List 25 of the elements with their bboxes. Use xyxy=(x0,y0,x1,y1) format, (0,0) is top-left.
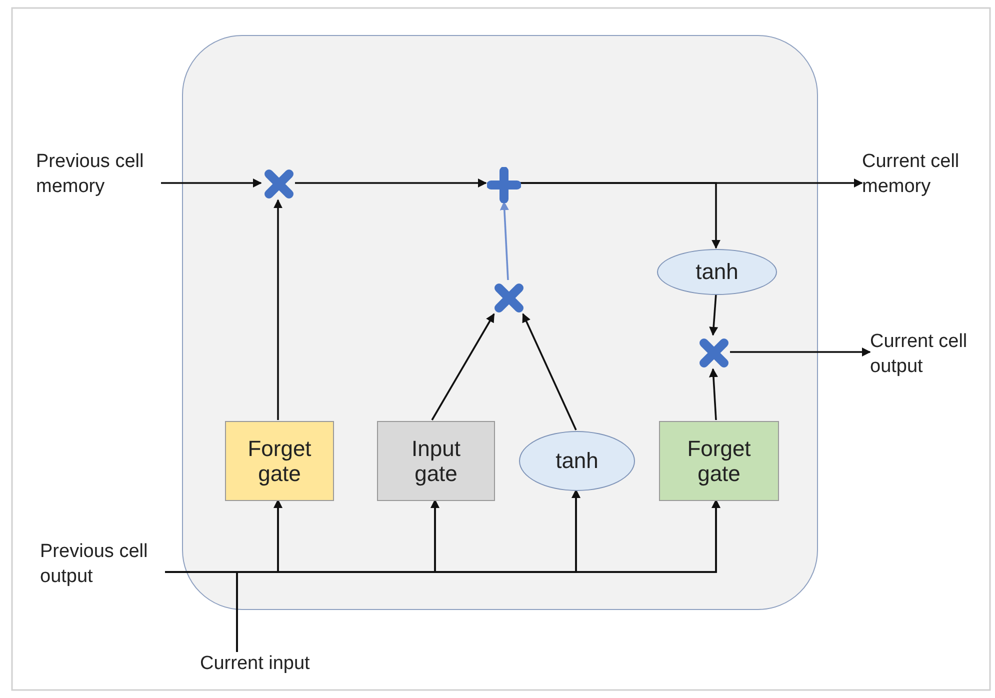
flow-label: Previous cell output xyxy=(40,540,165,604)
plus-sign xyxy=(487,167,521,203)
arrow xyxy=(431,313,495,420)
arrow xyxy=(730,348,871,356)
arrow xyxy=(500,201,509,280)
activation-ellipse: tanh xyxy=(519,431,635,491)
flow-label: Current input xyxy=(200,652,340,682)
arrow xyxy=(161,178,262,188)
arrow xyxy=(274,199,282,420)
gate-box: Input gate xyxy=(377,421,495,501)
flow-label: Current cell output xyxy=(870,330,990,392)
arrow xyxy=(708,368,718,420)
multiply-sign xyxy=(492,281,526,315)
gate-box: Forget gate xyxy=(225,421,334,501)
arrow xyxy=(520,182,720,249)
flow-label: Previous cell memory xyxy=(36,150,161,212)
multiply-sign xyxy=(697,336,731,370)
flow-label: Current cell memory xyxy=(862,150,992,212)
cell-box xyxy=(182,35,818,610)
multiply-sign xyxy=(262,167,296,201)
activation-ellipse: tanh xyxy=(657,249,777,295)
arrow xyxy=(709,294,718,336)
arrow xyxy=(295,178,487,188)
arrow xyxy=(522,313,577,430)
gate-box: Forget gate xyxy=(659,421,779,501)
